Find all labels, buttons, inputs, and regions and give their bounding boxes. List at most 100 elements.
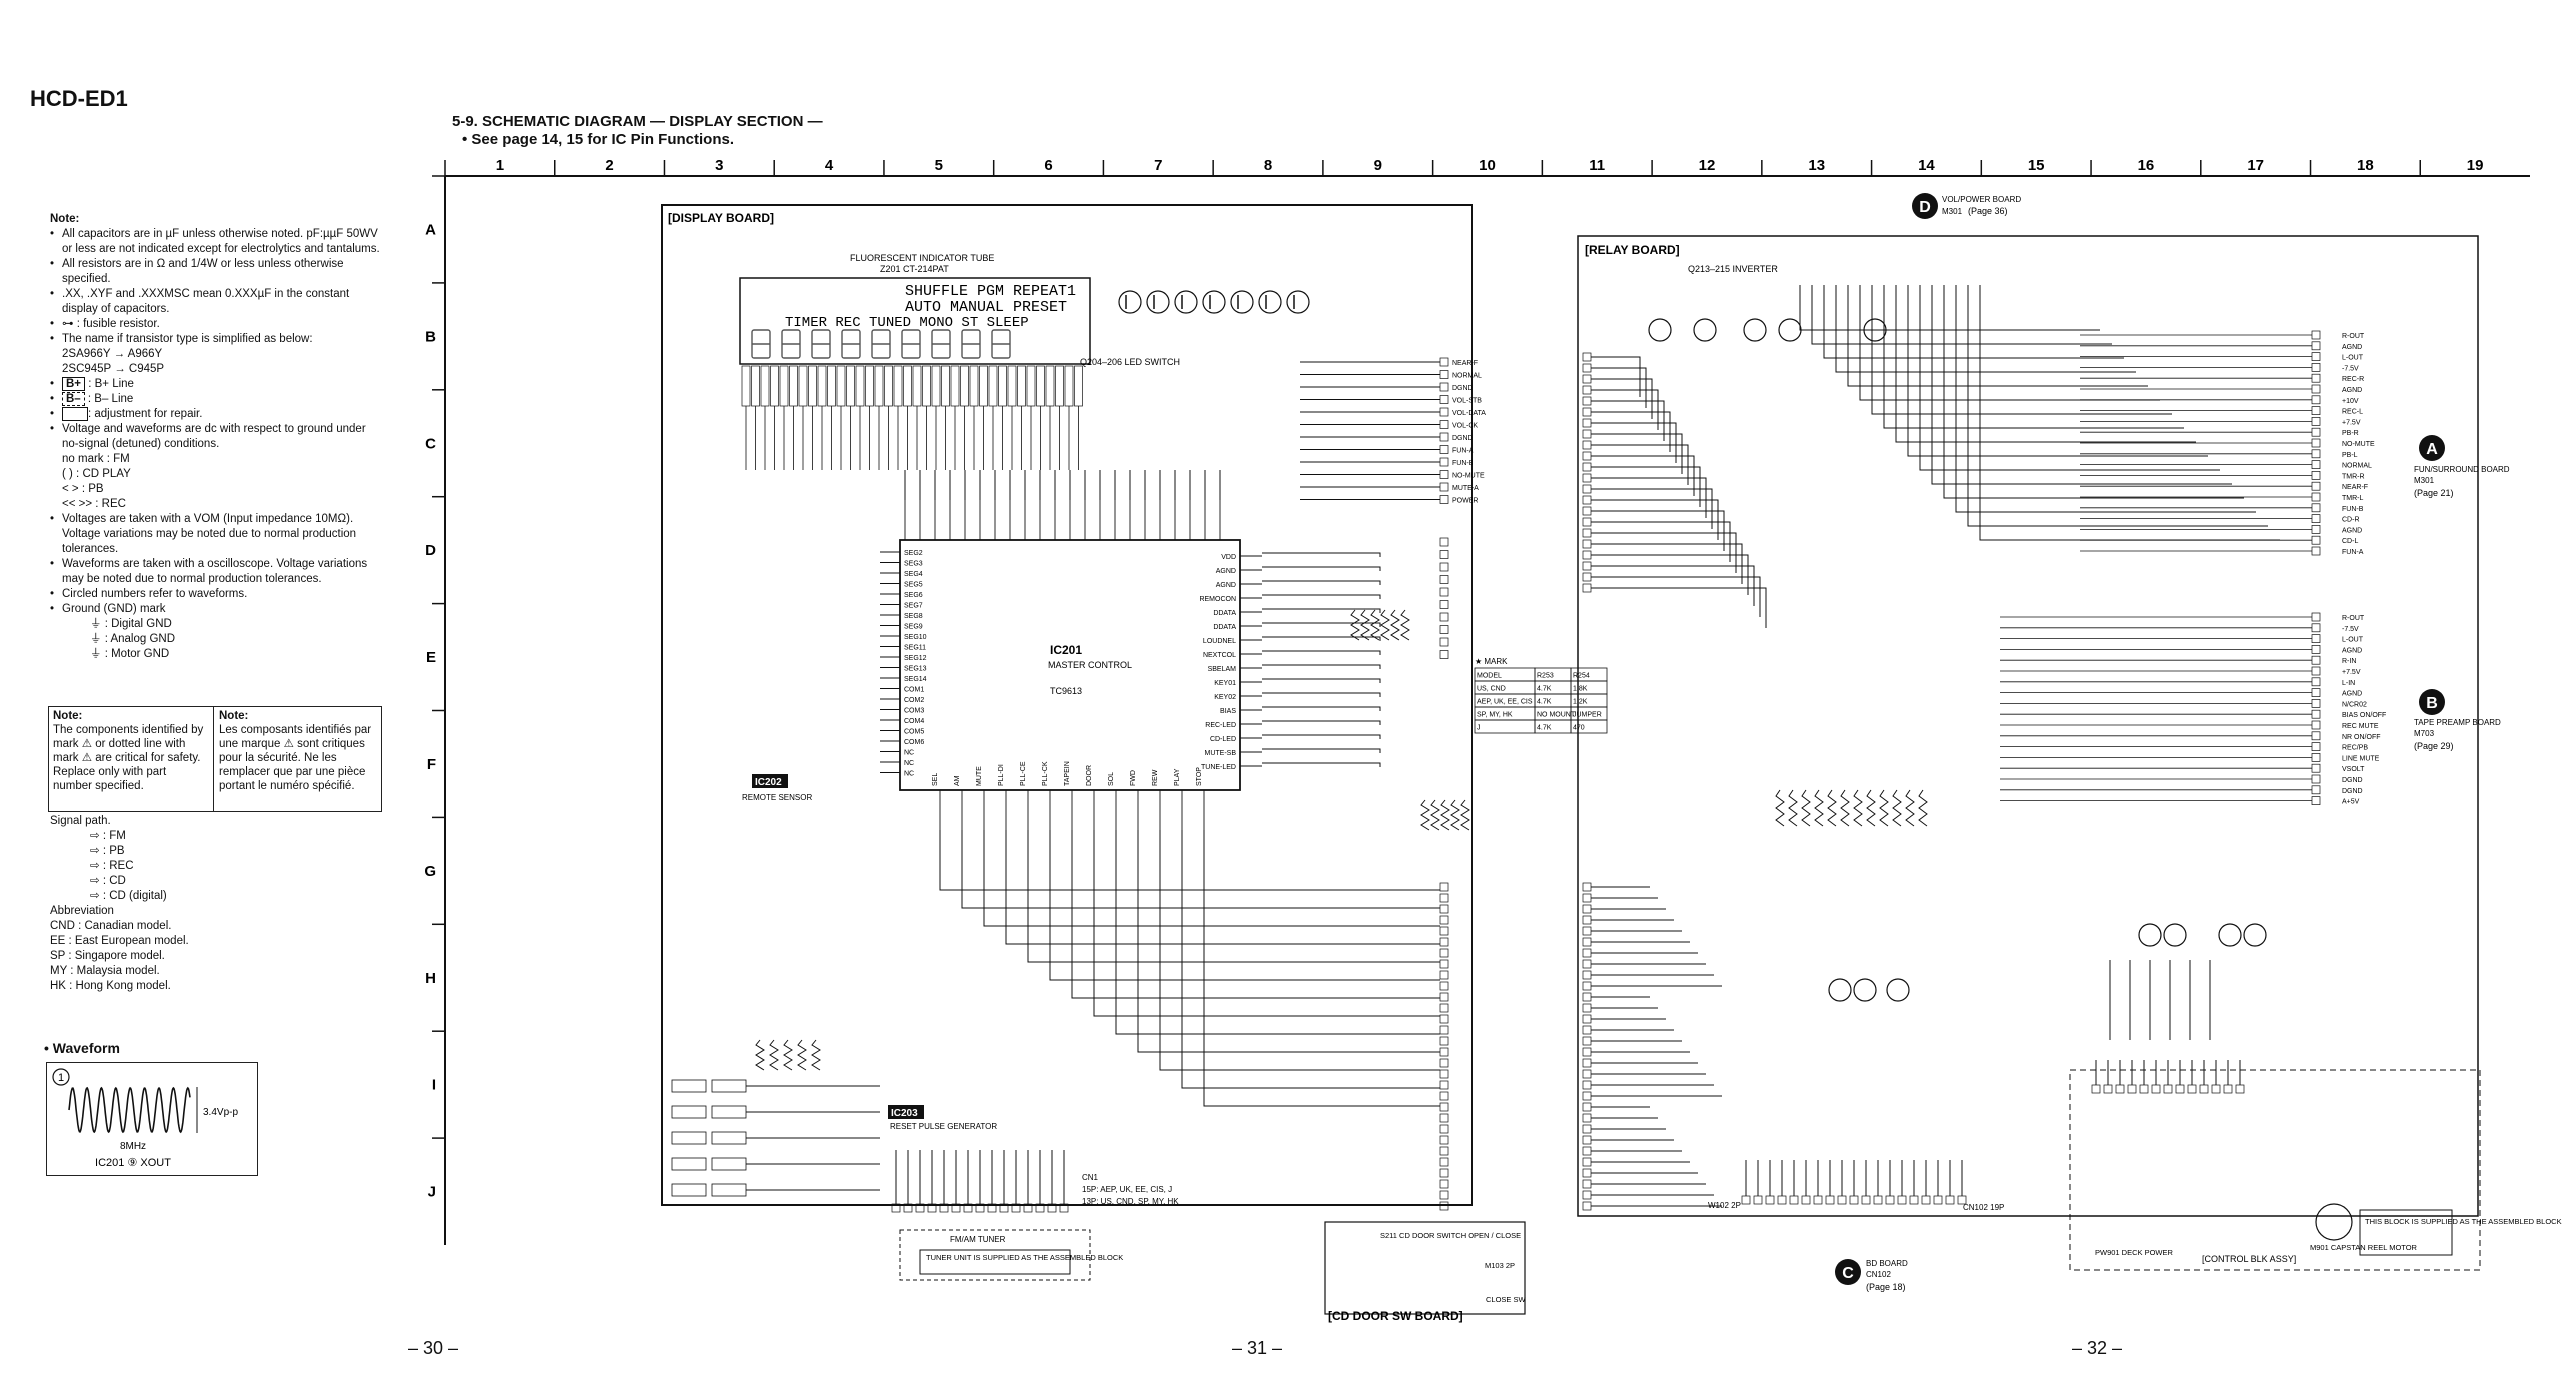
offboard-d: D VOL/POWER BOARD M301 (Page 36) xyxy=(1912,193,2021,219)
connector-pin xyxy=(2311,688,2321,697)
connector-pin xyxy=(2311,666,2321,676)
connector-pin xyxy=(1582,462,1592,472)
fl-pin xyxy=(865,365,874,407)
fl-pin xyxy=(808,365,817,407)
resistor-icon xyxy=(1360,609,1370,641)
wire xyxy=(1159,830,1440,1071)
fl-pin xyxy=(760,365,770,407)
ic201-pin-label: PLL-CK xyxy=(1042,761,1049,786)
connector-pin xyxy=(1439,470,1449,479)
wire xyxy=(1262,762,1381,767)
note-fr-head: Note: xyxy=(219,710,249,722)
connector-pin-label: AGND xyxy=(2342,527,2362,534)
connector-pin xyxy=(1582,904,1592,914)
connector-pin xyxy=(1582,926,1592,936)
ic201-pin-label: SEG8 xyxy=(904,613,923,620)
resistor-icon xyxy=(1350,609,1360,641)
connector-pin xyxy=(1777,1195,1787,1205)
arrow-icon: ⇨ xyxy=(90,875,100,887)
connector-pin xyxy=(1439,882,1449,892)
resistor-icon xyxy=(1905,789,1915,827)
model-name: HCD-ED1 xyxy=(30,86,128,111)
close-sw-label: CLOSE SW xyxy=(1486,1295,1527,1304)
ic201-pin-label: REMOCON xyxy=(1199,596,1236,603)
fl-pin xyxy=(741,365,751,407)
offboard-c-conn: CN102 xyxy=(1866,1270,1891,1279)
wire xyxy=(1591,576,1761,617)
connector-pin-label: BIAS ON/OFF xyxy=(2342,712,2386,719)
fuse-symbol-icon: ⊶ xyxy=(62,318,74,330)
resistor-icon xyxy=(1370,609,1380,641)
signal-text: : CD xyxy=(102,875,126,887)
connector-pin xyxy=(2311,763,2321,773)
wiring xyxy=(671,285,2280,1213)
wire xyxy=(1871,285,2172,415)
connector-pin xyxy=(1582,1036,1592,1046)
gnd-item: ⏚ : Digital GND xyxy=(50,617,385,632)
tuner-title: FM/AM TUNER xyxy=(950,1235,1006,1244)
line-item-text: : B– Line xyxy=(87,393,134,405)
waveform-number: 1 xyxy=(58,1072,64,1084)
transistor-icon xyxy=(2218,923,2242,947)
column-label: 8 xyxy=(1264,157,1272,174)
connector-pin xyxy=(1439,992,1449,1002)
wire xyxy=(1591,587,1767,628)
fl-pin xyxy=(1074,365,1083,407)
connector-pin xyxy=(1439,1157,1449,1167)
row-label: F xyxy=(427,756,436,773)
connector-pin xyxy=(1439,537,1449,547)
connector-pin xyxy=(1439,1036,1449,1046)
transistor-icon xyxy=(1853,978,1877,1002)
column-label: 18 xyxy=(2357,157,2374,174)
connector-pin xyxy=(1873,1195,1883,1205)
row-label: I xyxy=(432,1077,436,1094)
connector-pin xyxy=(2311,330,2321,340)
ic201-pin-label: SEG7 xyxy=(904,603,923,610)
ic201-pin-label: LOUDNEL xyxy=(1203,638,1236,645)
offboard-a-label: FUN/SURROUND BOARD xyxy=(2414,465,2510,474)
connector-pin-label: NORMAL xyxy=(1452,373,1482,380)
wire xyxy=(1262,594,1381,599)
connector-pin xyxy=(2311,341,2321,351)
switch-icon xyxy=(671,1183,707,1197)
note-item: The name if transistor type is simplifie… xyxy=(50,332,385,347)
connector-pin-label: N/CR02 xyxy=(2342,701,2367,708)
connector-pin xyxy=(1861,1195,1871,1205)
mark-table-text: MODEL xyxy=(1477,673,1502,680)
transistor-icon xyxy=(1258,290,1282,314)
connector-pin xyxy=(2311,438,2321,448)
wire xyxy=(1591,543,1743,584)
connector-pin xyxy=(1439,915,1449,925)
connector-pin xyxy=(2311,720,2321,730)
relay-board-label: [RELAY BOARD] xyxy=(1585,243,1680,257)
connector-pin xyxy=(2139,1084,2149,1094)
sine-wave xyxy=(68,1086,191,1134)
fl-pin xyxy=(846,365,855,407)
mark-table-text: JUMPER xyxy=(1573,712,1602,719)
connector-pin xyxy=(1789,1195,1799,1205)
safety-note-box: Note: The components identified by mark … xyxy=(48,706,382,812)
column-label: 17 xyxy=(2247,157,2264,174)
connector-pin xyxy=(1439,600,1449,609)
connector-pin xyxy=(2311,612,2321,622)
connector-pin xyxy=(2151,1084,2161,1094)
connector-pin xyxy=(1582,407,1592,417)
wire xyxy=(1907,285,2208,457)
connector-pin-label: FUN-A xyxy=(2342,549,2364,556)
connector-pin xyxy=(1439,1058,1449,1068)
resistor-icon xyxy=(783,1039,793,1071)
wire xyxy=(1943,285,2244,499)
motor-gnd-icon: ⏚ xyxy=(90,648,102,660)
connector-pin xyxy=(1439,1135,1449,1145)
abbr-item: EE : East European model. xyxy=(50,935,189,947)
connector-pin xyxy=(1439,370,1449,379)
signal-text: : CD (digital) xyxy=(102,890,167,902)
connector-pin xyxy=(1439,445,1449,454)
ic201-pin-label: KEY02 xyxy=(1214,694,1236,701)
connector-pin xyxy=(1921,1195,1931,1205)
connector-pin xyxy=(2311,645,2321,654)
transistor-icon xyxy=(1648,318,1672,342)
connector-pin xyxy=(1582,1102,1592,1112)
wire xyxy=(1967,285,2268,527)
